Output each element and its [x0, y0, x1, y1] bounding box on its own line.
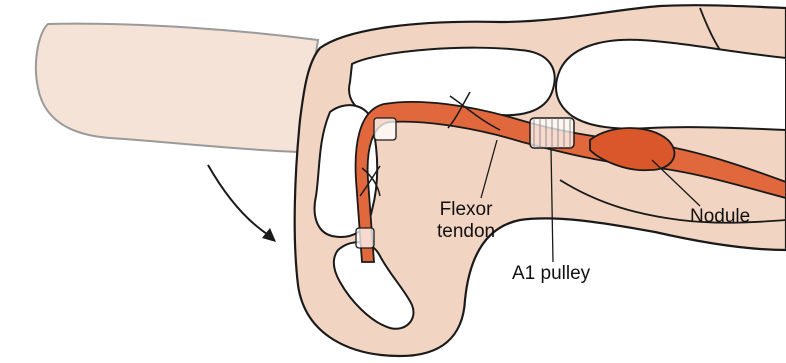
- metacarpal-bone: [556, 40, 786, 130]
- arrowhead-icon: [262, 228, 276, 242]
- a4-pulley-band: [356, 228, 374, 248]
- a2-pulley-band: [374, 118, 396, 140]
- a1-pulley-label: A1 pulley: [512, 263, 590, 285]
- flexor-label-line2: tendon: [437, 221, 495, 243]
- flexor-tendon-label: Flexor tendon: [437, 199, 495, 243]
- flexor-label-line1: Flexor: [437, 199, 495, 221]
- flexion-motion-arrow: [208, 165, 270, 236]
- extended-finger-outline: [36, 24, 318, 152]
- nodule-label: Nodule: [690, 206, 750, 228]
